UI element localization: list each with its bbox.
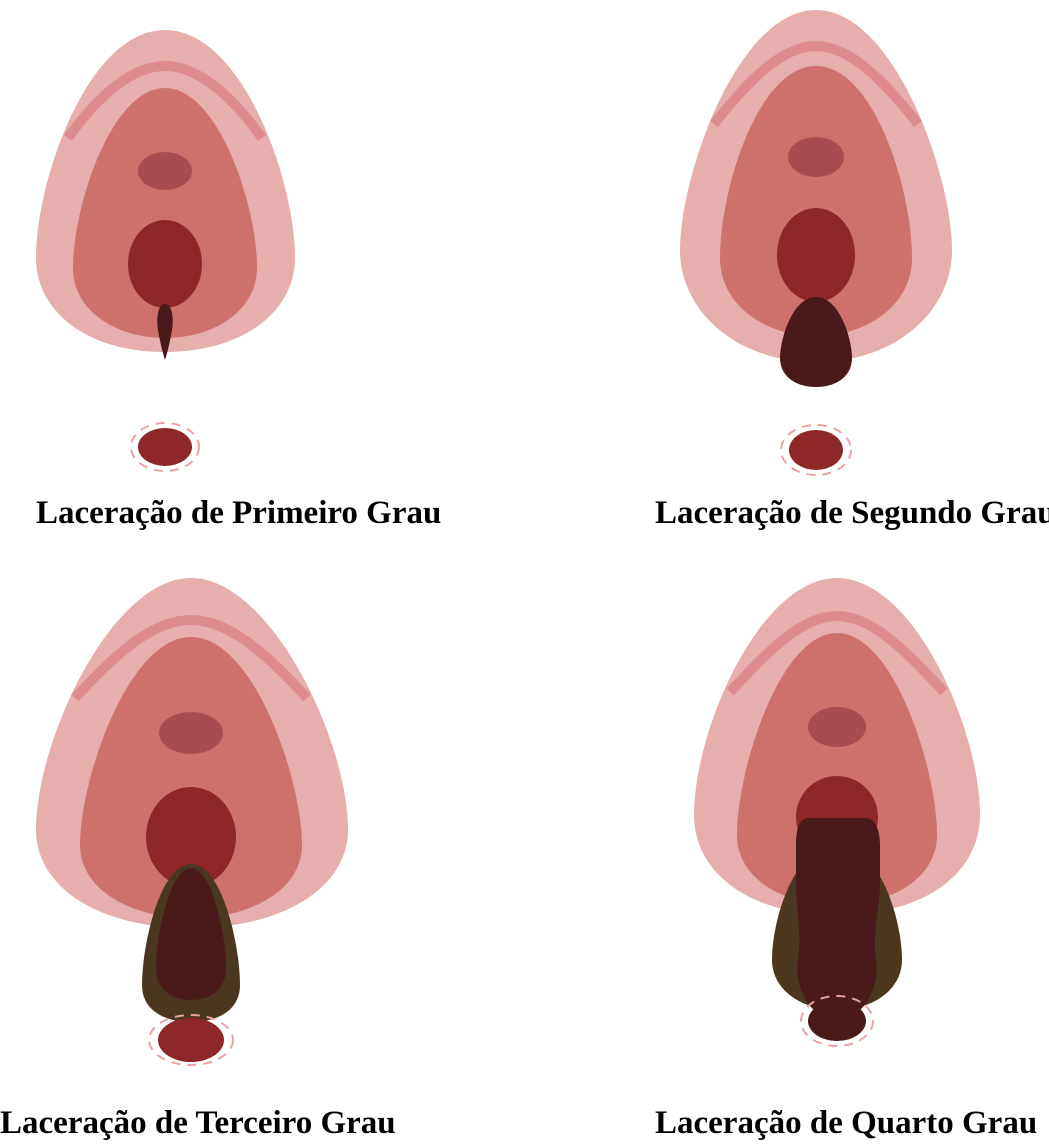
panel-first-degree [36,30,295,471]
caption-fourth-degree: Laceração de Quarto Grau [655,1107,1037,1140]
caption-second-degree: Laceração de Segundo Grau [655,497,1049,530]
lower-opening [158,1018,224,1062]
panel-third-degree [36,578,348,1065]
rectal-tear [796,818,880,1010]
panel-second-degree [680,10,952,475]
upper-spot [788,137,844,177]
caption-first-degree: Laceração de Primeiro Grau [36,497,441,530]
upper-spot [138,152,192,190]
panel-fourth-degree [694,578,980,1046]
caption-third-degree: Laceração de Terceiro Grau [0,1107,396,1140]
central-opening [128,220,202,308]
lower-opening [138,428,192,466]
upper-spot [159,712,223,754]
lower-opening [789,430,843,470]
central-opening [777,208,855,302]
upper-spot [808,707,866,747]
lower-opening [808,1001,866,1041]
